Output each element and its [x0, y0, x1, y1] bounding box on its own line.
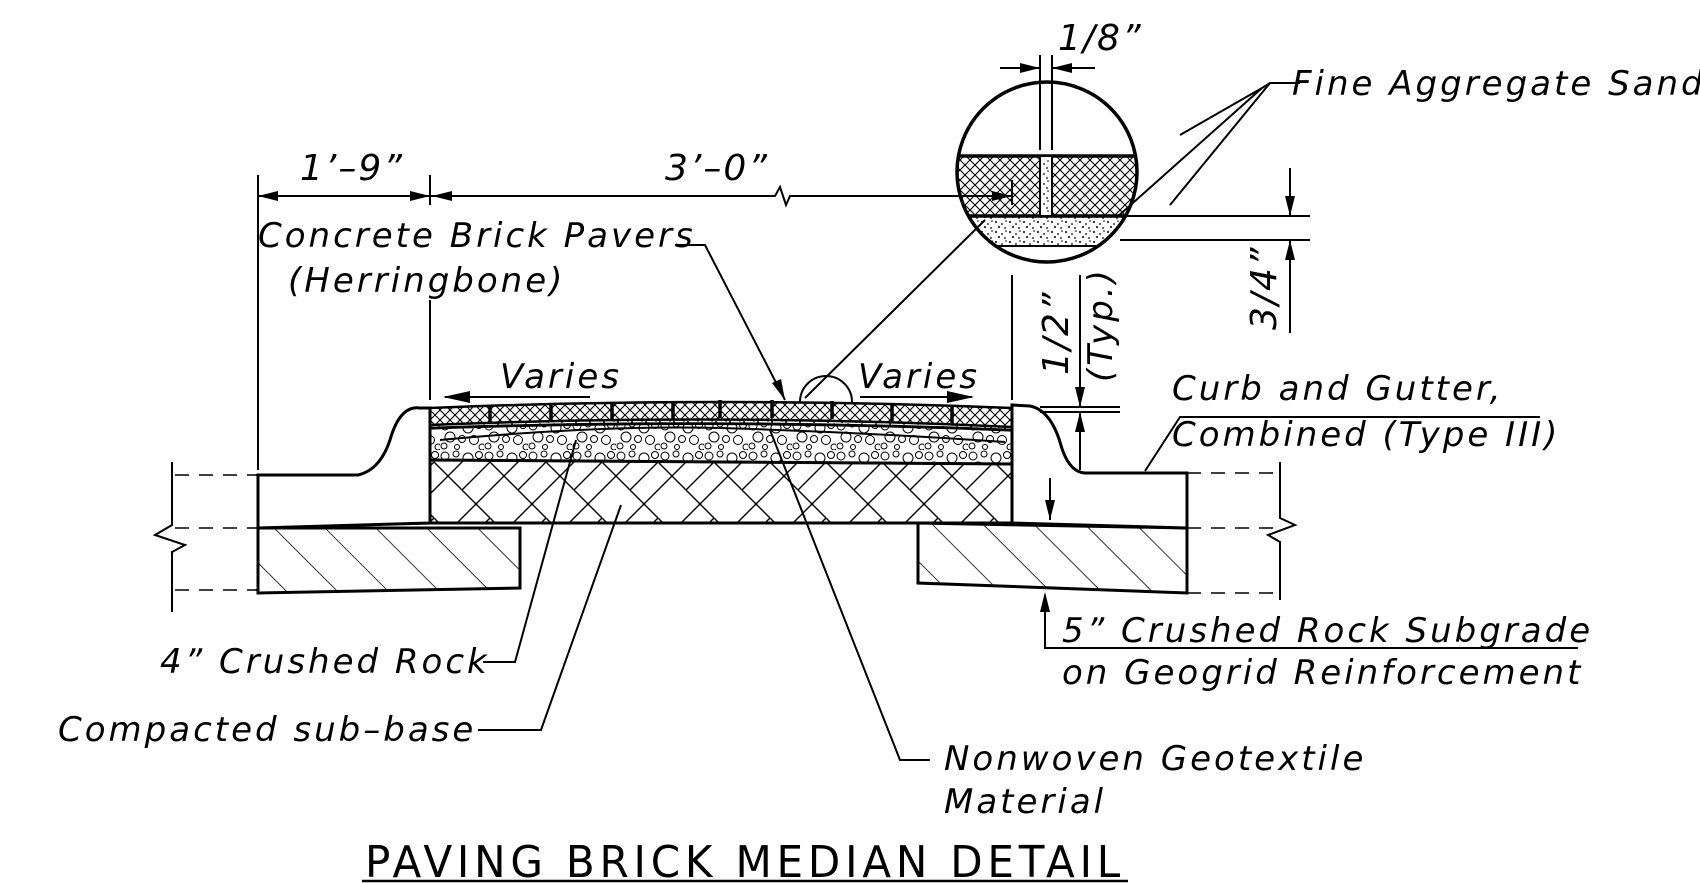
compacted-sub-base-layer [428, 458, 1014, 525]
dimension-three-quarter-inch-label: 3/4” [1244, 245, 1285, 330]
varies-arrows [443, 391, 974, 403]
combined-type-iii-label: Combined (Type III) [1172, 415, 1560, 455]
curb-foundation-right [916, 521, 1189, 595]
nonwoven-geotextile-label: Nonwoven Geotextile [944, 739, 1366, 779]
geotextile-line [439, 426, 1006, 443]
varies-left-label: Varies [500, 357, 622, 397]
dimension-half-inch-label: 1/2” [1036, 290, 1077, 375]
dimension-3-0: 3’–0” [665, 148, 769, 189]
brick-paver-layer [428, 400, 1014, 429]
compacted-sub-base-label: Compacted sub–base [58, 710, 476, 750]
break-lines [152, 462, 1298, 612]
drawing-title: PAVING BRICK MEDIAN DETAIL [365, 837, 1125, 883]
material-label: Material [944, 782, 1106, 822]
dimension-half-inch [1040, 275, 1120, 520]
curb-and-gutter-label: Curb and Gutter, [1172, 369, 1504, 409]
dimension-1-9: 1’–9” [300, 148, 404, 189]
curb-foundation-left [256, 526, 522, 595]
typical-label: (Typ.) [1081, 267, 1121, 382]
detail-bubble [804, 80, 1139, 399]
dimension-three-quarter-inch [1120, 168, 1310, 333]
leader-lines [478, 82, 1578, 761]
curb-gutter-left [256, 406, 432, 530]
curb-gutter-right [1010, 403, 1189, 530]
dimension-eighth-inch-label: 1/8” [1058, 18, 1143, 59]
geogrid-reinforcement-label: on Geogrid Reinforcement [1062, 653, 1583, 693]
fine-aggregate-sand-label: Fine Aggregate Sand [1292, 64, 1700, 104]
crushed-rock-label: 4” Crushed Rock [160, 642, 490, 682]
detail-callout-marker [799, 375, 853, 403]
concrete-brick-pavers-label: Concrete Brick Pavers [258, 216, 696, 256]
herringbone-label: (Herringbone) [288, 261, 565, 301]
varies-right-label: Varies [858, 357, 980, 397]
crushed-rock-subgrade-label: 5” Crushed Rock Subgrade [1062, 611, 1593, 651]
crushed-rock-layer [428, 422, 1014, 466]
dimension-eighth-inch [1000, 55, 1095, 150]
